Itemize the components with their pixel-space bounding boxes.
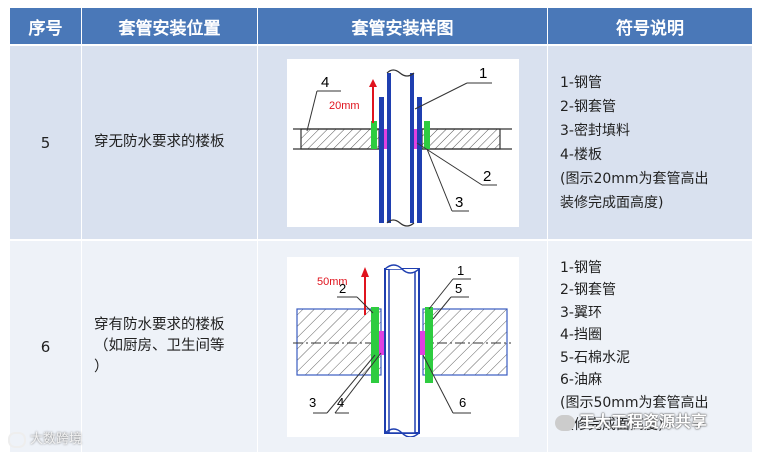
callout-label: 6 bbox=[459, 395, 466, 410]
row-legend: 1-钢管 2-钢套管 3-密封填料 4-楼板 (图示20mm为套管高出 装修完成… bbox=[548, 46, 752, 239]
legend-item: 装修完成面高度) bbox=[560, 194, 664, 211]
row-number: 6 bbox=[10, 241, 82, 452]
watermark-label: 大数跨境 bbox=[30, 432, 83, 447]
callout-label: 1 bbox=[457, 263, 464, 278]
table-row: 6 穿有防水要求的楼板 （如厨房、卫生间等 ） bbox=[10, 241, 752, 452]
legend-item: (图示20mm为套管高出 bbox=[560, 170, 709, 187]
legend-item: 3-翼环 bbox=[560, 304, 602, 321]
row-diagram-cell: 20mm 4 1 2 3 bbox=[258, 46, 548, 239]
callout-label: 3 bbox=[309, 395, 316, 410]
header-diagram: 套管安装样图 bbox=[258, 8, 548, 44]
watermark-label: 王大工程资源共享 bbox=[579, 412, 708, 431]
wechat-icon bbox=[555, 414, 575, 431]
header-position: 套管安装位置 bbox=[82, 8, 258, 44]
position-line: 穿有防水要求的楼板 bbox=[94, 317, 225, 333]
logo-icon bbox=[8, 431, 26, 448]
legend-item: 1-钢管 bbox=[560, 259, 602, 276]
row-diagram-cell: 50mm 1 2 5 3 4 6 bbox=[258, 241, 548, 452]
legend-item: 5-石棉水泥 bbox=[560, 349, 630, 366]
position-line: 穿无防水要求的楼板 bbox=[94, 134, 225, 150]
callout-label: 4 bbox=[337, 395, 344, 410]
callout-label: 4 bbox=[321, 74, 329, 91]
row-legend: 1-钢管 2-钢套管 3-翼环 4-挡圈 5-石棉水泥 6-油麻 (图示50mm… bbox=[548, 241, 752, 452]
row-position: 穿有防水要求的楼板 （如厨房、卫生间等 ） bbox=[82, 241, 258, 452]
sleeve-diagram-waterproof: 50mm 1 2 5 3 4 6 bbox=[286, 256, 519, 437]
legend-item: 2-钢套管 bbox=[560, 98, 616, 115]
dimension-label: 20mm bbox=[329, 100, 360, 112]
callout-label: 2 bbox=[483, 168, 491, 185]
callout-label: 5 bbox=[455, 281, 462, 296]
dimension-label: 50mm bbox=[317, 276, 348, 288]
legend-item: 6-油麻 bbox=[560, 372, 602, 388]
legend-item: 装修完成面高度) bbox=[560, 417, 664, 433]
row-position: 穿无防水要求的楼板 bbox=[82, 46, 258, 239]
legend-item: 3-密封填料 bbox=[560, 122, 630, 139]
legend-item: 2-钢套管 bbox=[560, 282, 616, 298]
callout-label: 3 bbox=[455, 194, 463, 211]
legend-item: 1-钢管 bbox=[560, 74, 602, 91]
legend-item: (图示50mm为套管高出 bbox=[560, 394, 709, 411]
callout-label: 2 bbox=[339, 281, 346, 296]
legend-item: 4-挡圈 bbox=[560, 327, 602, 343]
table-row: 5 穿无防水要求的楼板 bbox=[10, 46, 752, 239]
watermark-text: 王大工程资源共享 bbox=[555, 408, 707, 432]
position-line: ） bbox=[94, 359, 109, 375]
position-line: （如厨房、卫生间等 bbox=[94, 338, 225, 354]
watermark-text: 大数跨境 bbox=[8, 428, 82, 448]
sleeve-diagram-no-waterproof: 20mm 4 1 2 3 bbox=[286, 58, 519, 227]
callout-label: 1 bbox=[479, 65, 487, 82]
header-num: 序号 bbox=[10, 8, 82, 44]
header-legend: 符号说明 bbox=[548, 8, 752, 44]
legend-item: 4-楼板 bbox=[560, 146, 602, 163]
row-number: 5 bbox=[10, 46, 82, 239]
